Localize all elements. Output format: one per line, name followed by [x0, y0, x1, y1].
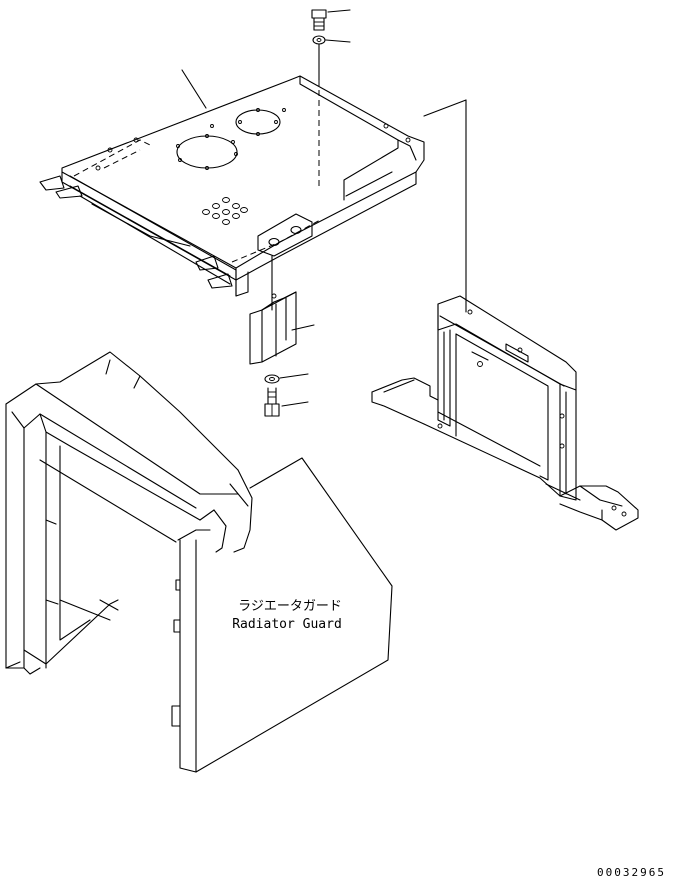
radiator-guard-label-en: Radiator Guard: [232, 617, 342, 632]
small-opening: [235, 109, 281, 135]
radiator-guard-label-jp: ラジエータガード: [238, 599, 342, 614]
leader-top-washer: [325, 39, 351, 43]
top-bolt: [311, 9, 327, 31]
large-opening: [176, 135, 238, 169]
leader-cover: [181, 69, 207, 109]
frame-link-line: [423, 99, 467, 117]
lower-bolt: [264, 387, 280, 417]
leader-lower-bolt: [281, 401, 309, 407]
leader-top-bolt: [327, 9, 351, 13]
drawing-code: 00032965: [597, 866, 666, 879]
leader-lower-washer: [279, 373, 309, 379]
support-frame: [371, 295, 639, 531]
cover-plate: [39, 75, 425, 297]
support-bracket: [249, 291, 297, 365]
radiator-guard: [5, 351, 393, 773]
lower-washer: [264, 374, 280, 384]
leader-bracket: [291, 324, 315, 331]
top-washer: [312, 35, 326, 45]
